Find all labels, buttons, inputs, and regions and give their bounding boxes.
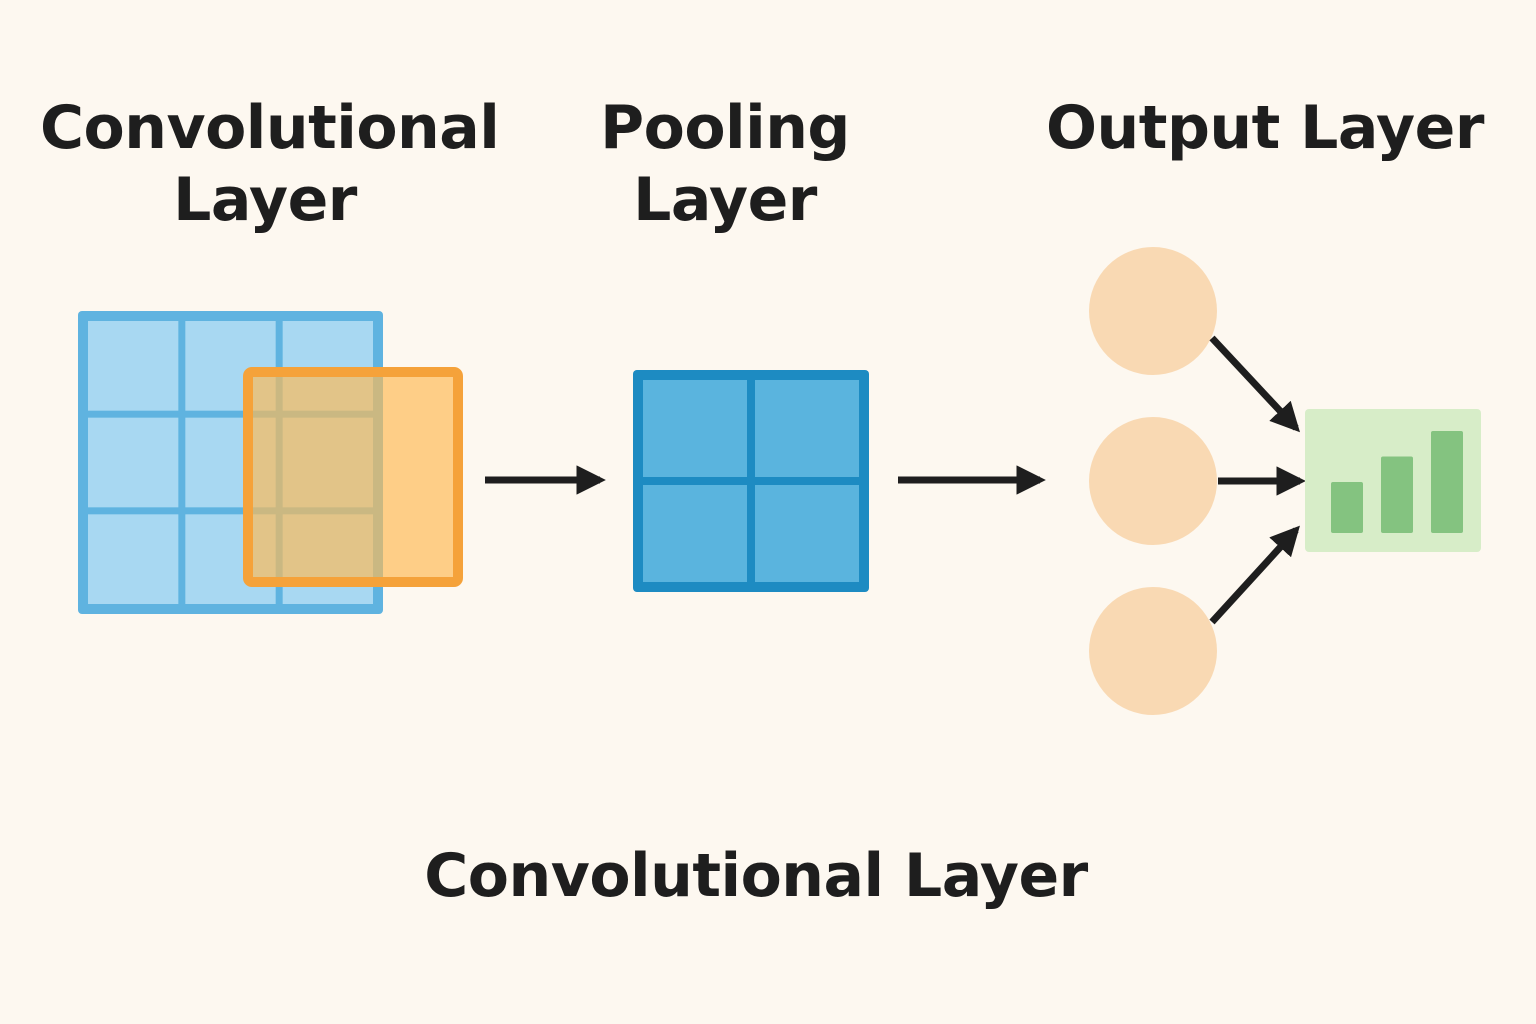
conv-cell (88, 514, 179, 604)
output-neuron-3 (1089, 587, 1217, 715)
pool-cell (755, 485, 859, 582)
output-bar (1331, 482, 1363, 533)
output-bar (1381, 456, 1413, 533)
output-layer-title: Output Layer (1046, 93, 1484, 163)
output-neuron-2 (1089, 417, 1217, 545)
diagram-caption: Convolutional Layer (424, 841, 1088, 911)
pool-layer-title: Pooling Layer (560, 92, 890, 236)
pool-title-line2: Layer (633, 165, 817, 235)
conv-filter (243, 367, 463, 587)
pooling-grid (633, 370, 869, 592)
conv-cell (88, 417, 179, 508)
pool-cell (643, 485, 747, 582)
conv-layer-title: Convolutional Layer (40, 92, 500, 236)
arrow-neuron3-to-output (1209, 525, 1300, 625)
pool-cell (755, 380, 859, 477)
output-neuron-1 (1089, 247, 1217, 375)
conv-cell (88, 321, 179, 411)
arrow-neuron1-to-output (1209, 335, 1301, 433)
filter-window (243, 367, 463, 587)
output-chart-icon (1305, 409, 1481, 552)
conv-title-line2: Layer (173, 165, 357, 235)
pool-title-line1: Pooling (600, 93, 850, 163)
output-bar (1431, 431, 1463, 533)
conv-title-line1: Convolutional (40, 93, 500, 163)
pool-cell (643, 380, 747, 477)
